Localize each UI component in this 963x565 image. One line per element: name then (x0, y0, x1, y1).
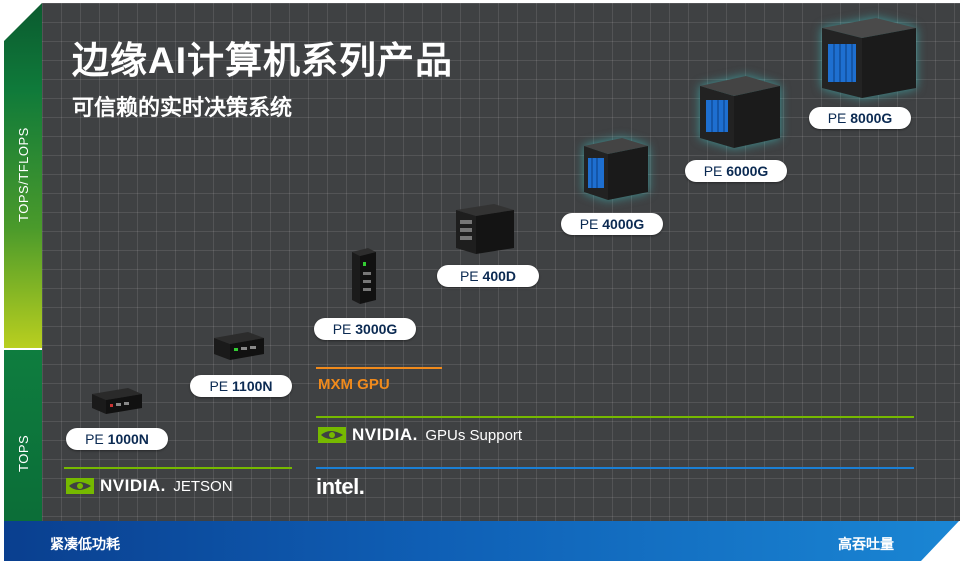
product-prefix: PE (579, 216, 603, 232)
product-prefix: PE (209, 378, 233, 394)
pe-3000g-device-image (352, 248, 376, 304)
product-model: 8000G (850, 110, 893, 126)
x-axis-bar (4, 521, 959, 561)
nvidia-brand: NVIDIA (100, 476, 161, 495)
pe-6000g-device-image (700, 76, 780, 148)
product-prefix: PE (827, 110, 851, 126)
product-model: 6000G (726, 163, 769, 179)
product-model: 4000G (602, 216, 645, 232)
product-label-pe-1100n[interactable]: PE 1100N (190, 375, 292, 397)
y-axis-lower-label: TOPS (16, 434, 31, 472)
page-subtitle: 可信赖的实时决策系统 (72, 95, 293, 120)
y-axis-upper-bar (4, 3, 42, 348)
jetson-divider (64, 467, 292, 469)
product-label-pe-6000g[interactable]: PE 6000G (685, 160, 787, 182)
product-prefix: PE (459, 268, 483, 284)
intel-logo: intel. (316, 474, 365, 499)
product-label-pe-4000g[interactable]: PE 4000G (561, 213, 663, 235)
gpus-support-text: GPUs Support (425, 426, 523, 444)
jetson-text: JETSON (173, 477, 233, 495)
nvidia-gpu-support: NVIDIA. GPUs Support (318, 425, 522, 445)
pe-1000n-device-image (92, 388, 142, 414)
pe-1100n-device-image (214, 332, 264, 360)
x-axis-left-label: 紧凑低功耗 (50, 536, 120, 552)
product-label-pe-8000g[interactable]: PE 8000G (809, 107, 911, 129)
nvidia-eye-icon (318, 427, 346, 443)
nvidia-eye-icon (66, 478, 94, 494)
product-model: 1100N (232, 378, 273, 394)
nvidia-gpu-divider (316, 416, 914, 418)
mxm-divider (316, 367, 442, 369)
pe-4000g-device-image (584, 138, 648, 200)
mxm-gpu-label: MXM GPU (318, 376, 390, 393)
product-model: 1000N (107, 431, 149, 447)
product-prefix: PE (703, 163, 727, 179)
product-prefix: PE (85, 431, 108, 447)
y-axis-upper-label: TOPS/TFLOPS (16, 127, 31, 222)
nvidia-brand: NVIDIA (352, 425, 413, 444)
x-axis-right-label: 高吞吐量 (838, 536, 894, 552)
product-label-pe-400d[interactable]: PE 400D (437, 265, 539, 287)
intel-divider (316, 467, 914, 469)
product-label-pe-3000g[interactable]: PE 3000G (314, 318, 416, 340)
chart-background (42, 3, 960, 521)
pe-400d-device-image (456, 204, 514, 254)
product-model: 400D (482, 268, 517, 284)
product-label-pe-1000n[interactable]: PE 1000N (66, 428, 168, 450)
nvidia-jetson: NVIDIA. JETSON (66, 476, 233, 496)
pe-8000g-device-image (822, 18, 916, 98)
product-model: 3000G (355, 321, 398, 337)
product-prefix: PE (332, 321, 356, 337)
page-title: 边缘AI计算机系列产品 (72, 40, 453, 81)
